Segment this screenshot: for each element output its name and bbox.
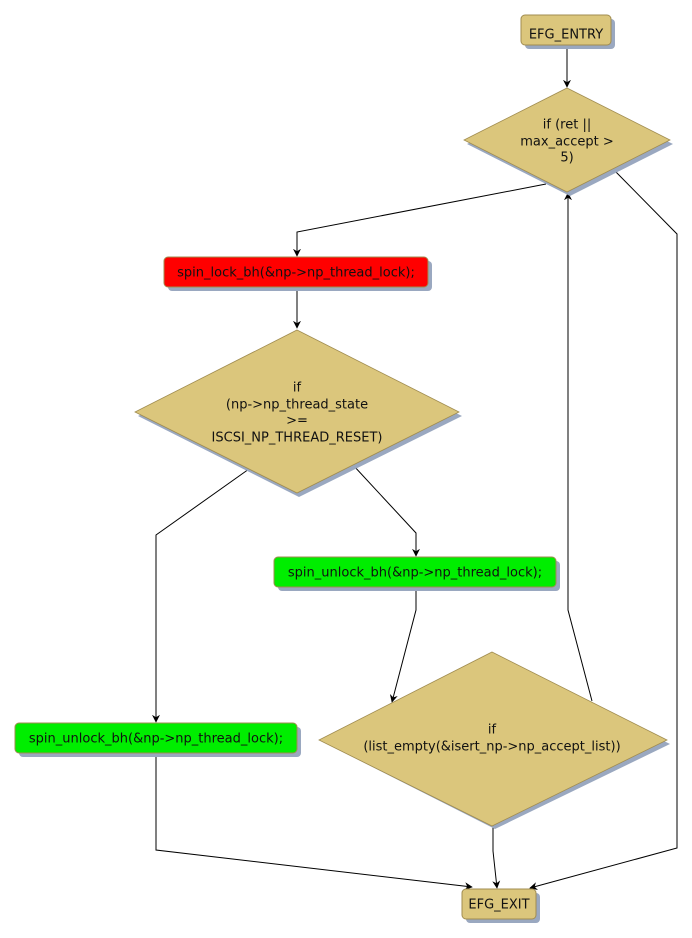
node-lock-label: spin_lock_bh(&np->np_thread_lock); (177, 266, 415, 281)
node-unlock-left[interactable]: spin_unlock_bh(&np->np_thread_lock); (14, 722, 301, 757)
node-cond-ret[interactable]: if (ret || max_accept > 5) (463, 87, 673, 196)
node-cond-state[interactable]: if (np->np_thread_state >= ISCSI_NP_THRE… (134, 329, 462, 497)
edge-unlock-right-to-cond-list (389, 589, 417, 703)
edge-unlock-left-to-exit (155, 754, 473, 891)
edges (152, 46, 678, 891)
node-cond-list-line-2: (list_empty(&isert_np->np_accept_list)) (363, 740, 620, 755)
edge-cond-state-to-unlock-left (152, 468, 250, 723)
edge-cond-list-to-exit (492, 826, 501, 889)
node-cond-state-line-2: (np->np_thread_state (226, 398, 368, 413)
node-exit[interactable]: EFG_EXIT (461, 888, 540, 923)
node-cond-ret-line-2: max_accept > (520, 135, 613, 150)
node-cond-state-line-3: >= (286, 414, 308, 429)
node-entry-label: EFG_ENTRY (529, 28, 603, 43)
node-unlock-right-label: spin_unlock_bh(&np->np_thread_lock); (288, 566, 542, 581)
node-cond-state-line-4: ISCSI_NP_THREAD_RESET) (212, 431, 383, 446)
node-cond-ret-line-3: 5) (560, 151, 573, 166)
node-cond-state-line-1: if (293, 381, 302, 396)
node-unlock-right[interactable]: spin_unlock_bh(&np->np_thread_lock); (273, 556, 560, 591)
edge-cond-ret-to-lock (293, 183, 547, 257)
node-cond-list-line-1: if (488, 723, 497, 738)
node-cond-list[interactable]: if (list_empty(&isert_np->np_accept_list… (318, 651, 670, 829)
node-exit-label: EFG_EXIT (468, 898, 529, 913)
node-lock[interactable]: spin_lock_bh(&np->np_thread_lock); (163, 256, 432, 291)
edge-cond-state-to-unlock-right (352, 464, 420, 557)
node-cond-ret-line-1: if (ret || (543, 118, 591, 133)
edge-cond-ret-to-exit (529, 169, 678, 890)
node-entry[interactable]: EFG_ENTRY (520, 14, 615, 49)
node-unlock-left-label: spin_unlock_bh(&np->np_thread_lock); (29, 732, 283, 747)
edge-cond-list-to-cond-ret (564, 192, 593, 702)
